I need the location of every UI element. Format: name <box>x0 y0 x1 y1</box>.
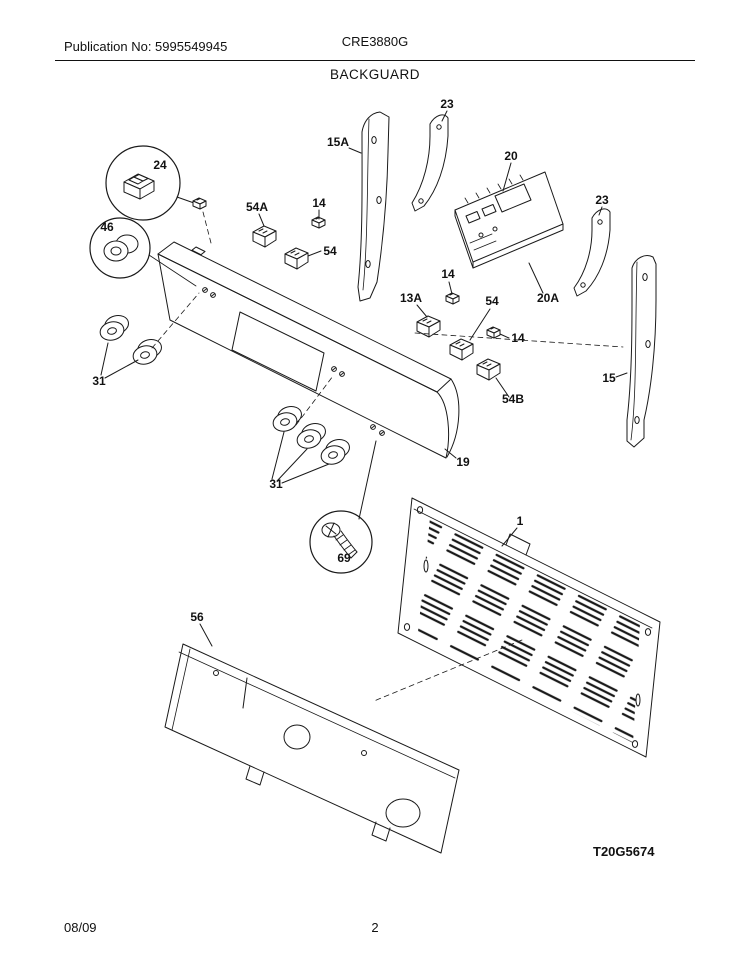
callout-label-56: 56 <box>190 610 204 624</box>
leader-line <box>271 431 330 484</box>
bracket-15a: 15A <box>327 111 390 302</box>
backguard-panel: 19 <box>157 241 470 469</box>
bracket-23-top: 23 <box>411 97 454 212</box>
callout-label-14: 14 <box>312 196 326 210</box>
panel-screw <box>339 371 345 377</box>
panel-screw <box>331 366 337 372</box>
panel-screw <box>370 424 376 430</box>
switch-block <box>449 338 474 361</box>
leader-line <box>502 162 512 192</box>
leader-line <box>176 196 195 204</box>
callout-label-14: 14 <box>511 331 525 345</box>
control-knobs-bottom: 31 <box>269 375 354 491</box>
callout-label-54: 54 <box>323 244 337 258</box>
callout-label-19: 19 <box>456 455 470 469</box>
callout-label-23: 23 <box>440 97 454 111</box>
vent-louvers <box>418 518 640 743</box>
knob <box>317 436 354 468</box>
lower-back-panel: 56 <box>164 610 460 854</box>
callout-label-46: 46 <box>100 220 114 234</box>
switch-block <box>284 247 309 270</box>
header-divider <box>55 60 695 61</box>
drawing-number: T20G5674 <box>593 844 655 859</box>
leader-line <box>148 254 197 287</box>
knob-icon <box>103 234 139 262</box>
panel-screw <box>210 292 216 298</box>
switch-clip <box>486 326 501 339</box>
callout-label-54B: 54B <box>502 392 524 406</box>
detail-circle-24: 24 <box>105 145 212 244</box>
callout-label-15: 15 <box>602 371 616 385</box>
leader-line <box>348 147 362 154</box>
panel-slot <box>191 246 206 256</box>
model-number: CRE3880G <box>341 34 409 49</box>
leader-line <box>444 448 457 459</box>
panel-screw <box>202 287 208 293</box>
knob <box>269 403 306 435</box>
switch-group-middle: 13A 14 54 14 54B <box>400 267 624 406</box>
assembly-line <box>295 375 334 426</box>
assembly-line <box>202 211 212 244</box>
control-board: 20 20A <box>454 149 564 305</box>
vent-panel: 1 <box>373 497 661 758</box>
leader-line <box>501 527 518 547</box>
callout-label-23: 23 <box>595 193 609 207</box>
knob <box>129 336 166 368</box>
leader-line <box>416 281 510 398</box>
leader-line <box>100 342 139 379</box>
micro-switch <box>192 197 207 210</box>
bracket-15: 15 <box>602 255 657 448</box>
panel-screw <box>379 430 385 436</box>
callout-label-1: 1 <box>517 514 524 528</box>
callout-label-20: 20 <box>504 149 518 163</box>
bracket-23-right: 23 <box>573 193 611 297</box>
display-window <box>231 311 325 392</box>
callout-label-54: 54 <box>485 294 499 308</box>
rocker-switch-icon <box>123 173 155 200</box>
callout-label-31: 31 <box>92 374 106 388</box>
switch-block <box>476 358 501 381</box>
callout-label-13A: 13A <box>400 291 422 305</box>
assembly-line <box>373 639 523 702</box>
control-knobs-left: 31 <box>92 292 200 388</box>
section-title: BACKGUARD <box>329 67 420 82</box>
switch-clip <box>445 292 460 305</box>
leader-line <box>199 623 213 647</box>
switch-block <box>252 225 277 248</box>
callout-label-54A: 54A <box>246 200 268 214</box>
callout-label-15A: 15A <box>327 135 349 149</box>
leader-line <box>258 209 322 257</box>
leader-line <box>528 262 544 294</box>
callout-label-24: 24 <box>153 158 167 172</box>
callout-label-69: 69 <box>337 551 351 565</box>
callout-label-14: 14 <box>441 267 455 281</box>
footer-page-number: 2 <box>371 920 379 935</box>
detail-circle-46: 46 <box>89 217 197 287</box>
leader-line <box>441 110 448 122</box>
leader-line <box>598 206 603 216</box>
footer-date-code: 08/09 <box>64 920 97 935</box>
leader-line <box>358 440 377 520</box>
callout-label-20A: 20A <box>537 291 559 305</box>
detail-circle-69: 69 <box>309 440 377 574</box>
callout-label-31: 31 <box>269 477 283 491</box>
knob <box>96 312 133 344</box>
switch-group-top: 54A 14 54 <box>246 196 337 270</box>
knob <box>293 420 330 452</box>
leader-line <box>615 372 628 378</box>
assembly-line <box>151 292 200 349</box>
assembly-line <box>414 332 624 348</box>
screw-icon <box>321 522 358 559</box>
publication-number: Publication No: 5995549945 <box>64 39 228 54</box>
